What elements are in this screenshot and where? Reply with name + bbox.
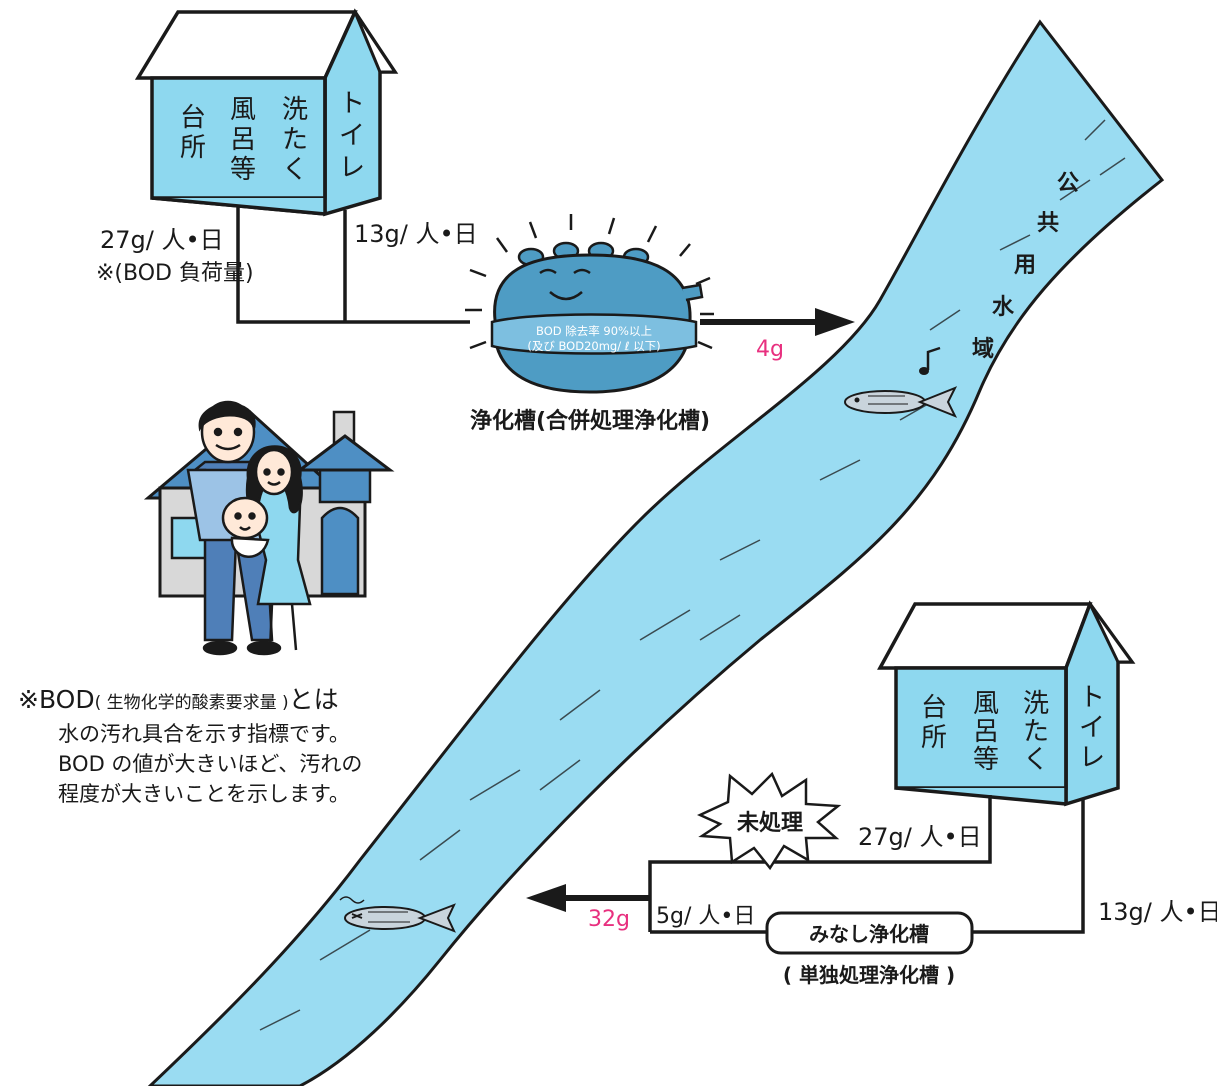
top-house-toilet-char: ト <box>339 89 365 119</box>
footnote-line: BOD の値が大きいほど、汚れの <box>58 752 363 776</box>
top-toilet-load: 13g/ 人•日 <box>354 220 478 248</box>
footnote-paren: ( 生物化学的酸素要求量 ) <box>94 693 289 713</box>
river-label-char: 公 <box>1057 171 1079 196</box>
single-septic-tank: みなし浄化槽 <box>765 911 974 955</box>
bottom-output-arrow <box>526 884 650 912</box>
family-people-illustration <box>186 400 312 656</box>
untreated-burst-badge: 未処理 <box>696 771 842 871</box>
sparkle-lines <box>465 214 714 350</box>
septic-tank-caption: 浄化槽(合併処理浄化槽) <box>470 408 710 434</box>
bottom-house-kitchen-char: 台 <box>921 693 947 723</box>
bottom-house-toilet-char: ト <box>1079 683 1105 713</box>
top-house-laundry-char: 洗 <box>282 95 308 125</box>
bottom-house-bath-char: 呂 <box>973 717 999 747</box>
top-house-toilet-char: レ <box>339 153 365 183</box>
tank-output-value: 4g <box>756 337 784 362</box>
footnote-line: 程度が大きいことを示します。 <box>58 782 350 806</box>
top-house: 台 所 風 呂 等 洗 た く ト イ レ <box>134 8 399 217</box>
bottom-total-output: 32g <box>588 907 630 932</box>
top-house-bath-char: 風 <box>230 95 256 125</box>
top-grey-water-load: 27g/ 人•日 <box>100 226 224 254</box>
river-label-char: 共 <box>1037 211 1059 236</box>
river-label-char: 水 <box>992 295 1015 320</box>
river <box>147 19 1165 1086</box>
bottom-house: 台 所 風 呂 等 洗 た く ト イ レ <box>877 600 1136 807</box>
top-drain-pipes <box>236 205 470 324</box>
river-label-char: 用 <box>1014 253 1036 278</box>
tank-output-arrow <box>700 308 855 336</box>
bottom-house-laundry-char: く <box>1023 745 1049 775</box>
footnote-lead: ※BOD <box>18 685 95 714</box>
single-tank-label: みなし浄化槽 <box>809 922 929 946</box>
top-house-kitchen-char: 台 <box>180 103 206 133</box>
combined-septic-tank: BOD 除去率 90%以上 (及び BOD20mg/ ℓ 以下) <box>465 214 714 394</box>
bod-footnote: ※BOD( 生物化学的酸素要求量 )とは 水の汚れ具合を示す指標です。 BOD … <box>18 684 398 809</box>
bottom-house-laundry-char: た <box>1023 717 1049 747</box>
top-house-laundry-char: く <box>282 155 308 185</box>
happy-fish-icon <box>844 386 958 418</box>
single-tank-caption: ( 単独処理浄化槽 ) <box>783 963 955 987</box>
river-label: 公 共 用 水 域 <box>972 171 1079 362</box>
top-house-bath-char: 呂 <box>230 125 256 155</box>
top-house-laundry-char: た <box>282 125 308 155</box>
bottom-grey-water-load: 27g/ 人•日 <box>858 823 982 851</box>
music-note-icon <box>919 346 941 375</box>
tank-band-line2: (及び BOD20mg/ ℓ 以下) <box>527 339 660 353</box>
bottom-house-kitchen-char: 所 <box>921 723 947 753</box>
bottom-house-laundry-char: 洗 <box>1023 689 1049 719</box>
bottom-house-toilet-char: レ <box>1079 743 1105 773</box>
sick-fish-icon <box>339 896 456 933</box>
bottom-house-bath-char: 風 <box>973 689 999 719</box>
top-house-bath-char: 等 <box>230 155 256 185</box>
river-label-char: 域 <box>972 336 994 362</box>
top-house-toilet-char: イ <box>339 121 365 151</box>
bottom-house-bath-char: 等 <box>973 745 999 775</box>
footnote-lead-tail: とは <box>288 685 339 714</box>
footnote-line: 水の汚れ具合を示す指標です。 <box>58 722 350 746</box>
bottom-toilet-load: 13g/ 人•日 <box>1098 898 1217 926</box>
top-house-kitchen-char: 所 <box>180 133 206 163</box>
top-bod-note: ※(BOD 負荷量) <box>96 261 254 286</box>
tank-band-line1: BOD 除去率 90%以上 <box>536 324 652 338</box>
bottom-house-toilet-char: イ <box>1079 713 1105 743</box>
bottom-tank-output-load: 5g/ 人•日 <box>656 904 755 929</box>
untreated-label: 未処理 <box>737 810 803 836</box>
